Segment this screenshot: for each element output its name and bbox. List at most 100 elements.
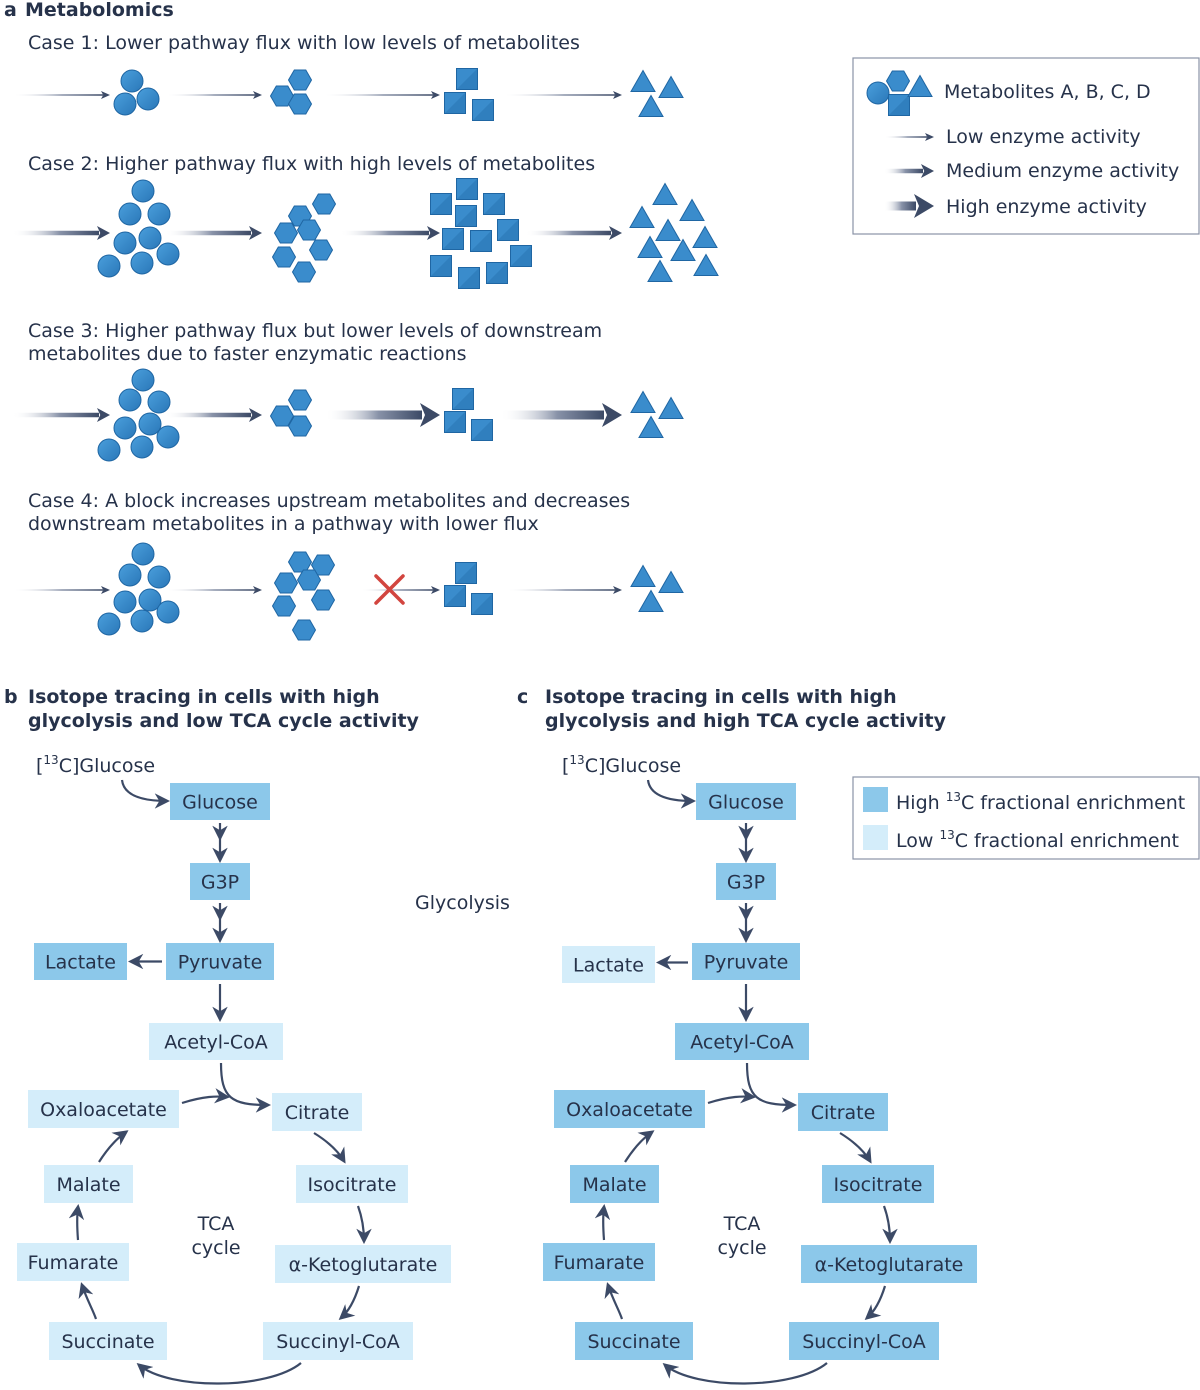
metabolite-b-hexagon <box>271 246 297 268</box>
enrichment-legend-box <box>852 776 1200 860</box>
metabolite-d-triangle <box>652 182 678 205</box>
citrate-label: Citrate <box>811 1102 876 1124</box>
pyruvate-label: Pyruvate <box>178 952 263 974</box>
glucose-label: Glucose <box>708 792 784 814</box>
metabolite-b-hexagon <box>885 70 911 92</box>
isocitrate-label: Isocitrate <box>834 1174 923 1196</box>
metabolite-c-square-shade <box>456 178 478 200</box>
tca-label: TCA <box>197 1213 235 1235</box>
enrichment-legend: High 13C fractional enrichment Low 13C f… <box>852 776 1200 860</box>
legend-metabolites-label: Metabolites A, B, C, D <box>944 81 1151 103</box>
metabolite-a-circle <box>130 435 154 459</box>
metabolite-c-square <box>471 593 493 615</box>
metabolite-a-circle <box>118 388 142 412</box>
metabolite-a-circle <box>118 563 142 587</box>
metabolite-d-triangle <box>658 396 684 419</box>
tracer-arrow <box>646 779 697 809</box>
g3p-box <box>190 863 250 900</box>
metabolite-c-square-shade <box>455 562 477 584</box>
panel-c-letter: c <box>517 686 528 708</box>
metabolite-a-circle <box>136 87 160 111</box>
succinate-fumarate-arrow <box>604 1282 624 1320</box>
metabolite-c-square <box>458 267 480 289</box>
arrow-shaft <box>165 230 251 236</box>
oxaloacetate-label: Oxaloacetate <box>566 1099 693 1121</box>
metabolite-d-triangle <box>670 238 696 261</box>
arrow-head <box>613 91 622 99</box>
metabolite-d-triangle <box>658 75 684 98</box>
metabolite-c-square-shade <box>888 94 910 116</box>
malate-label: Malate <box>582 1174 646 1196</box>
metabolite-c-square-shade <box>483 193 505 215</box>
malate-box <box>570 1165 659 1203</box>
metabolite-b-hexagon <box>273 222 299 244</box>
metabolite-a-circle <box>131 542 155 566</box>
high-enzyme-arrow <box>500 403 622 427</box>
arrow-shaft <box>12 412 99 418</box>
acetyl-coa-label: Acetyl-CoA <box>690 1032 794 1054</box>
medium-enzyme-arrow <box>165 226 262 240</box>
succinylcoa-succinate-arrow <box>662 1362 828 1385</box>
succinyl-coa-label: Succinyl-CoA <box>802 1331 926 1353</box>
metabolite-b-hexagon <box>287 69 313 91</box>
panel-a: a Metabolomics Case 1: Lower pathway flu… <box>4 0 1200 641</box>
isocitrate-box <box>296 1165 408 1203</box>
acetyl-coa-box <box>149 1023 283 1060</box>
metabolite-a-circle <box>131 368 155 392</box>
metabolite-c-square-shade <box>458 267 480 289</box>
tca-label: TCA <box>723 1213 761 1235</box>
metabolite-c-square-shade <box>455 205 477 227</box>
metabolite-c-square-shade <box>444 92 466 114</box>
metabolite-a-circle <box>97 438 121 462</box>
metabolite-c-square <box>444 92 466 114</box>
panel-a-letter: a <box>4 0 17 21</box>
metabolite-a-circle <box>97 612 121 636</box>
pathway-rows <box>12 68 719 641</box>
medium-enzyme-arrow <box>12 408 110 422</box>
metabolite-a-circle <box>156 600 180 624</box>
high-enzyme-arrow <box>325 403 440 427</box>
arrow-shaft <box>884 201 916 211</box>
succinyl-coa-box <box>263 1322 413 1360</box>
metabolite-c-square <box>497 219 519 241</box>
metabolite-a-circle <box>113 92 137 116</box>
malate-oxaloacetate-arrow <box>624 1130 655 1163</box>
malate-oxaloacetate-arrow <box>98 1130 129 1163</box>
metabolite-c-square-shade <box>497 219 519 241</box>
oxaloacetate-box <box>554 1090 705 1128</box>
metabolite-c-square-shade <box>430 255 452 277</box>
case-4-pathway <box>12 542 684 641</box>
legend-arrows <box>884 133 934 218</box>
akg-box <box>801 1245 977 1283</box>
metabolite-a-circle <box>156 242 180 266</box>
arrow-head <box>921 164 934 178</box>
citrate-isocitrate-arrow <box>839 1132 872 1164</box>
panel-c-title-line1: Isotope tracing in cells with high <box>545 686 897 708</box>
metabolite-c-square <box>472 99 494 121</box>
metabolite-c-square-shade <box>486 262 508 284</box>
metabolite-c-square-shade <box>472 99 494 121</box>
low-enzyme-arrow <box>360 586 440 594</box>
metabolite-a-circle <box>120 69 144 93</box>
case-4-label-line2: downstream metabolites in a pathway with… <box>28 513 539 535</box>
metabolite-a-circle <box>130 609 154 633</box>
isocitrate-box <box>822 1165 934 1203</box>
metabolite-b-hexagon <box>273 572 299 594</box>
low-enzyme-arrow <box>322 91 440 99</box>
metabolite-c-square <box>452 388 474 410</box>
oxaloacetate-citrate-arrow <box>181 1088 231 1105</box>
metabolomics-legend: Metabolites A, B, C, D Low enzyme activi… <box>852 57 1200 235</box>
high-enrichment-label: High 13C fractional enrichment <box>896 790 1185 814</box>
arrow-shaft <box>165 589 255 591</box>
panel-c-title-line2: glycolysis and high TCA cycle activity <box>545 710 947 732</box>
succinate-box <box>49 1322 167 1360</box>
isocitrate-label: Isocitrate <box>308 1174 397 1196</box>
arrow-head <box>253 91 262 99</box>
g3p-label: G3P <box>201 872 239 894</box>
glycolysis-label: Glycolysis <box>415 892 510 914</box>
tca-label-line2: cycle <box>191 1237 240 1259</box>
g3p-label: G3P <box>727 872 765 894</box>
metabolite-d-triangle <box>630 564 656 587</box>
metabolite-d-triangle <box>907 74 933 97</box>
metabolite-c-square <box>486 262 508 284</box>
